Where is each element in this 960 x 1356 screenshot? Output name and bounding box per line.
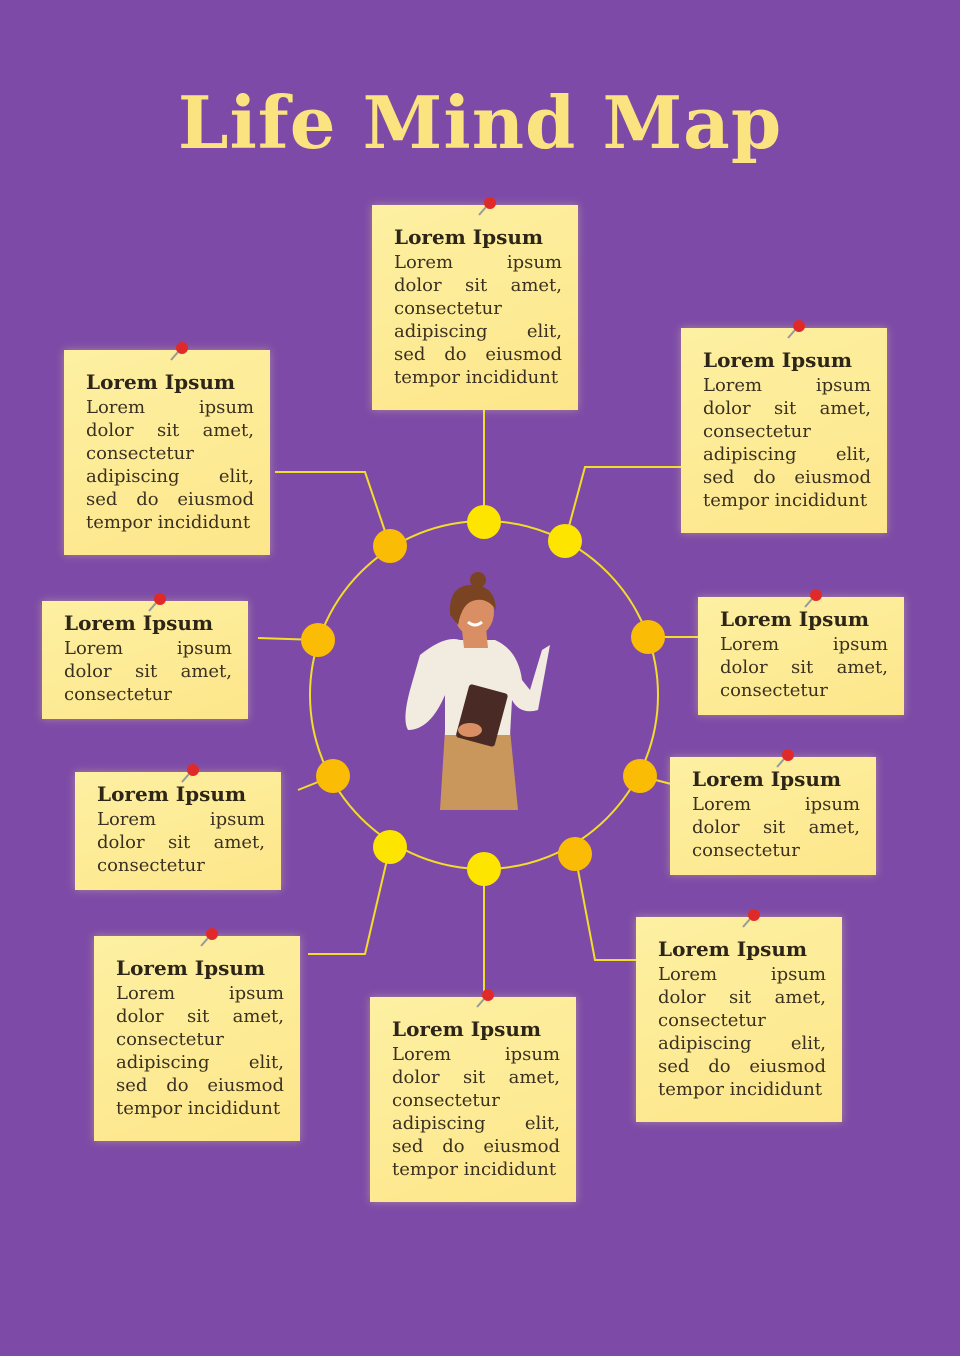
note-heading: Lorem Ipsum [658, 937, 808, 961]
note-heading: Lorem Ipsum [86, 370, 236, 394]
note-heading: Lorem Ipsum [392, 1017, 542, 1041]
pushpin-icon [200, 928, 218, 947]
connector-top-left [275, 471, 391, 547]
pushpin-icon [478, 197, 496, 216]
note-body: Lorem ipsum dolor sit amet, consectetur [97, 809, 265, 876]
note-bottom: Lorem Ipsum Lorem ipsum dolor sit amet, … [370, 989, 576, 1202]
node-dot [558, 837, 592, 871]
node-dot [373, 529, 407, 563]
note-body: Lorem ipsum dolor sit amet, consectetur … [116, 983, 284, 1119]
pushpin-icon [776, 749, 794, 768]
node-dot [316, 759, 350, 793]
note-bottom-left: Lorem Ipsum Lorem ipsum dolor sit amet, … [94, 928, 300, 1141]
note-body: Lorem ipsum dolor sit amet, consectetur … [703, 375, 871, 511]
node-dot [467, 852, 501, 886]
pushpin-icon [742, 909, 760, 928]
note-heading: Lorem Ipsum [692, 767, 842, 791]
note-heading: Lorem Ipsum [720, 607, 870, 631]
note-body: Lorem ipsum dolor sit amet, consectetur … [86, 397, 254, 533]
note-mid-left: Lorem Ipsum Lorem ipsum dolor sit amet, … [42, 593, 248, 719]
connector-top-right [564, 466, 681, 542]
note-heading: Lorem Ipsum [703, 348, 853, 372]
note-heading: Lorem Ipsum [116, 956, 266, 980]
note-heading: Lorem Ipsum [394, 225, 544, 249]
note-body: Lorem ipsum dolor sit amet, consectetur [64, 638, 232, 705]
pushpin-icon [787, 320, 805, 339]
note-top-right: Lorem Ipsum Lorem ipsum dolor sit amet, … [681, 320, 887, 533]
note-mid-right: Lorem Ipsum Lorem ipsum dolor sit amet, … [698, 589, 904, 715]
pushpin-icon [804, 589, 822, 608]
connector-bottom-right [574, 853, 636, 961]
pushpin-icon [476, 989, 494, 1008]
note-low-left: Lorem Ipsum Lorem ipsum dolor sit amet, … [75, 764, 281, 890]
note-body: Lorem ipsum dolor sit amet, consectetur … [392, 1044, 560, 1180]
woman-with-clipboard-illustration [405, 572, 550, 810]
pushpin-icon [148, 593, 166, 612]
node-dot [373, 830, 407, 864]
note-heading: Lorem Ipsum [97, 782, 247, 806]
pushpin-icon [181, 764, 199, 783]
node-dot [623, 759, 657, 793]
connector-bottom-left [308, 846, 391, 955]
note-body: Lorem ipsum dolor sit amet, consectetur [720, 634, 888, 701]
node-dot [631, 620, 665, 654]
note-body: Lorem ipsum dolor sit amet, consectetur [692, 794, 860, 861]
node-dot [467, 505, 501, 539]
pushpin-icon [170, 342, 188, 361]
note-top: Lorem Ipsum Lorem ipsum dolor sit amet, … [372, 197, 578, 410]
node-dot [548, 524, 582, 558]
note-top-left: Lorem Ipsum Lorem ipsum dolor sit amet, … [64, 342, 270, 555]
note-body: Lorem ipsum dolor sit amet, consectetur … [394, 252, 562, 388]
note-bottom-right: Lorem Ipsum Lorem ipsum dolor sit amet, … [636, 909, 842, 1122]
note-low-right: Lorem Ipsum Lorem ipsum dolor sit amet, … [670, 749, 876, 875]
page-title: Life Mind Map [177, 80, 783, 165]
note-body: Lorem ipsum dolor sit amet, consectetur … [658, 964, 826, 1100]
node-dot [301, 623, 335, 657]
note-heading: Lorem Ipsum [64, 611, 214, 635]
